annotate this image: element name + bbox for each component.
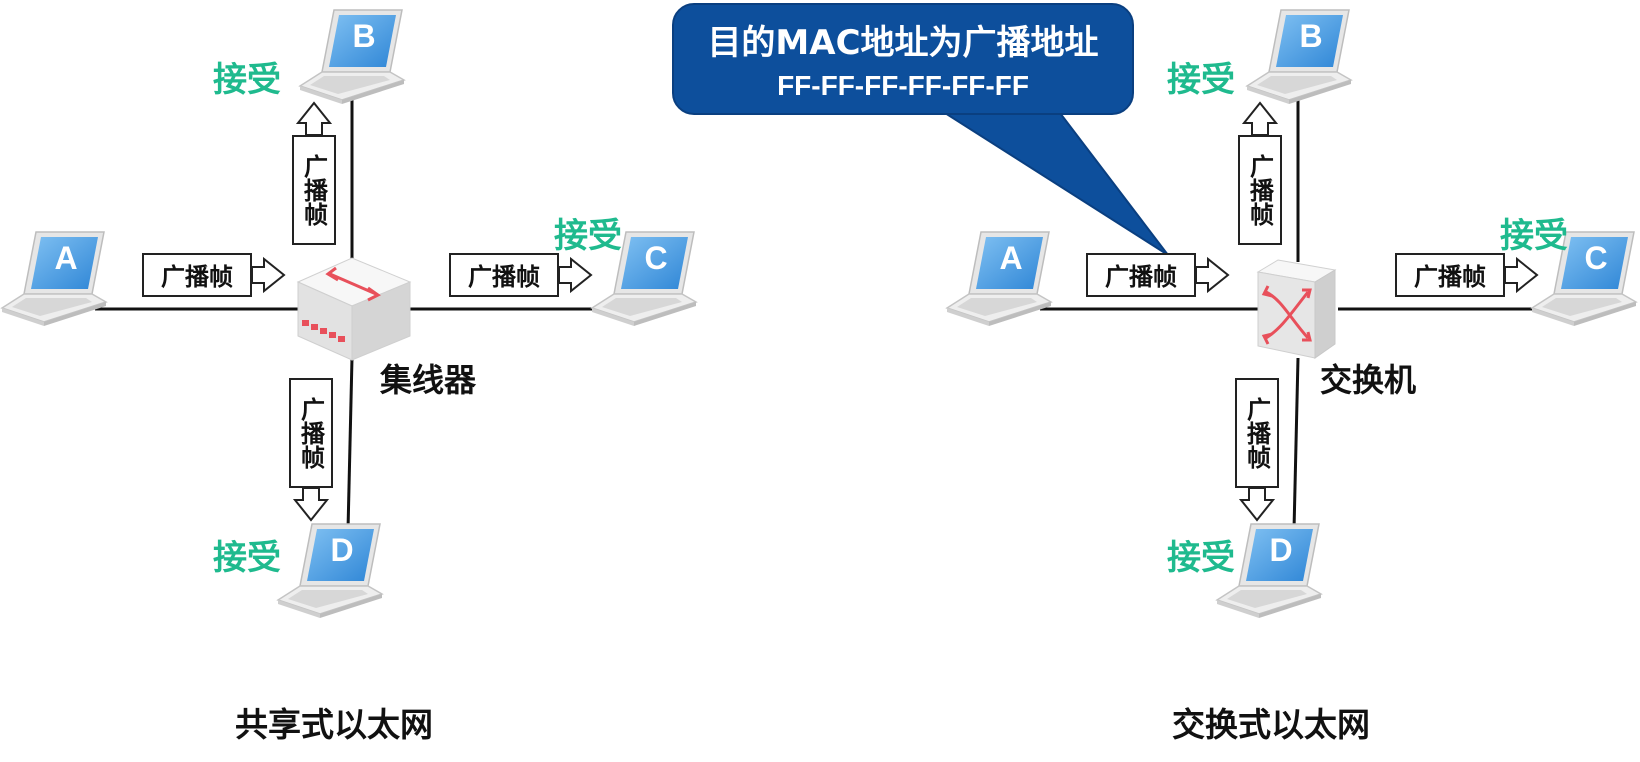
laptop-letter: A	[54, 240, 78, 276]
switch-arrows-icon	[1261, 285, 1312, 345]
callout-bubble: 目的MAC地址为广播地址 FF-FF-FF-FF-FF-FF	[672, 3, 1134, 115]
callout-line1: 目的MAC地址为广播地址	[707, 23, 1099, 63]
frame-to-c-label-right: 广播帧	[1414, 263, 1486, 291]
laptop-d-left: D	[276, 520, 386, 620]
frame-a-to-switch-box: 广播帧	[1086, 253, 1196, 297]
laptop-c-left: C	[590, 228, 700, 328]
frame-a-to-hub-box: 广播帧	[142, 253, 252, 297]
hub-label: 集线器	[380, 361, 477, 399]
frame-a-to-switch-label: 广播帧	[1105, 263, 1177, 291]
laptop-letter: B	[1299, 18, 1323, 54]
frame-to-c-box-right: 广播帧	[1395, 253, 1505, 297]
laptop-icon	[0, 231, 108, 326]
right-links	[1040, 100, 1535, 531]
frame-to-b-label-right: 广播帧	[1245, 154, 1274, 226]
frame-to-c-label-left: 广播帧	[468, 263, 540, 291]
left-network-title: 共享式以太网	[235, 705, 433, 744]
switch-label: 交换机	[1320, 361, 1417, 399]
laptop-icon	[298, 9, 406, 104]
frame-to-d-box-left: 广播帧	[289, 378, 333, 488]
left-links	[95, 100, 605, 531]
accept-b-right: 接受	[1167, 60, 1235, 100]
right-network-title: 交换式以太网	[1172, 705, 1370, 744]
frame-to-b-arrowhead-left	[295, 101, 333, 136]
link-switch-d	[1292, 357, 1300, 531]
laptop-b-right: B	[1245, 6, 1355, 106]
switch-device	[1256, 259, 1337, 359]
accept-d-right: 接受	[1167, 538, 1235, 578]
accept-d-left: 接受	[213, 538, 281, 578]
laptop-letter: A	[999, 240, 1023, 276]
frame-a-to-switch-arrowhead	[1195, 256, 1230, 294]
accept-b-left: 接受	[213, 60, 281, 100]
frame-to-c-arrowhead-right	[1504, 256, 1539, 294]
frame-to-c-box-left: 广播帧	[449, 253, 559, 297]
laptop-icon	[1215, 523, 1323, 618]
laptop-icon	[590, 231, 698, 326]
laptop-letter: B	[352, 18, 376, 54]
accept-c-left: 接受	[554, 216, 622, 256]
laptop-a-right: A	[945, 228, 1055, 328]
frame-to-b-label-left: 广播帧	[299, 154, 328, 226]
hub-arrow-icon	[325, 266, 381, 302]
hub-ports	[302, 320, 345, 342]
frame-to-d-box-right: 广播帧	[1235, 378, 1279, 488]
frame-to-c-arrowhead-left	[558, 256, 593, 294]
accept-c-right: 接受	[1500, 216, 1568, 256]
laptop-icon	[1245, 9, 1353, 104]
callout-line2: FF-FF-FF-FF-FF-FF	[777, 70, 1029, 101]
link-hub-d	[346, 357, 354, 531]
laptop-d-right: D	[1215, 520, 1325, 620]
frame-a-to-hub-arrowhead	[251, 256, 286, 294]
laptop-letter: C	[644, 240, 668, 276]
laptop-letter: D	[1269, 532, 1293, 568]
frame-a-to-hub-label: 广播帧	[161, 263, 233, 291]
laptop-a-left: A	[0, 228, 110, 328]
frame-to-d-label-right: 广播帧	[1242, 397, 1271, 469]
laptop-icon	[276, 523, 384, 618]
frame-to-b-arrowhead-right	[1241, 101, 1279, 136]
frame-to-d-arrowhead-right	[1238, 487, 1276, 522]
frame-to-d-arrowhead-left	[292, 487, 330, 522]
frame-to-d-label-left: 广播帧	[296, 397, 325, 469]
laptop-c-right: C	[1530, 228, 1640, 328]
laptop-icon	[1530, 231, 1638, 326]
frame-to-b-box-left: 广播帧	[292, 135, 336, 245]
laptop-icon	[945, 231, 1053, 326]
laptop-letter: D	[330, 532, 354, 568]
hub-device	[296, 257, 412, 361]
frame-to-b-box-right: 广播帧	[1238, 135, 1282, 245]
laptop-letter: C	[1584, 240, 1608, 276]
laptop-b-left: B	[298, 6, 408, 106]
